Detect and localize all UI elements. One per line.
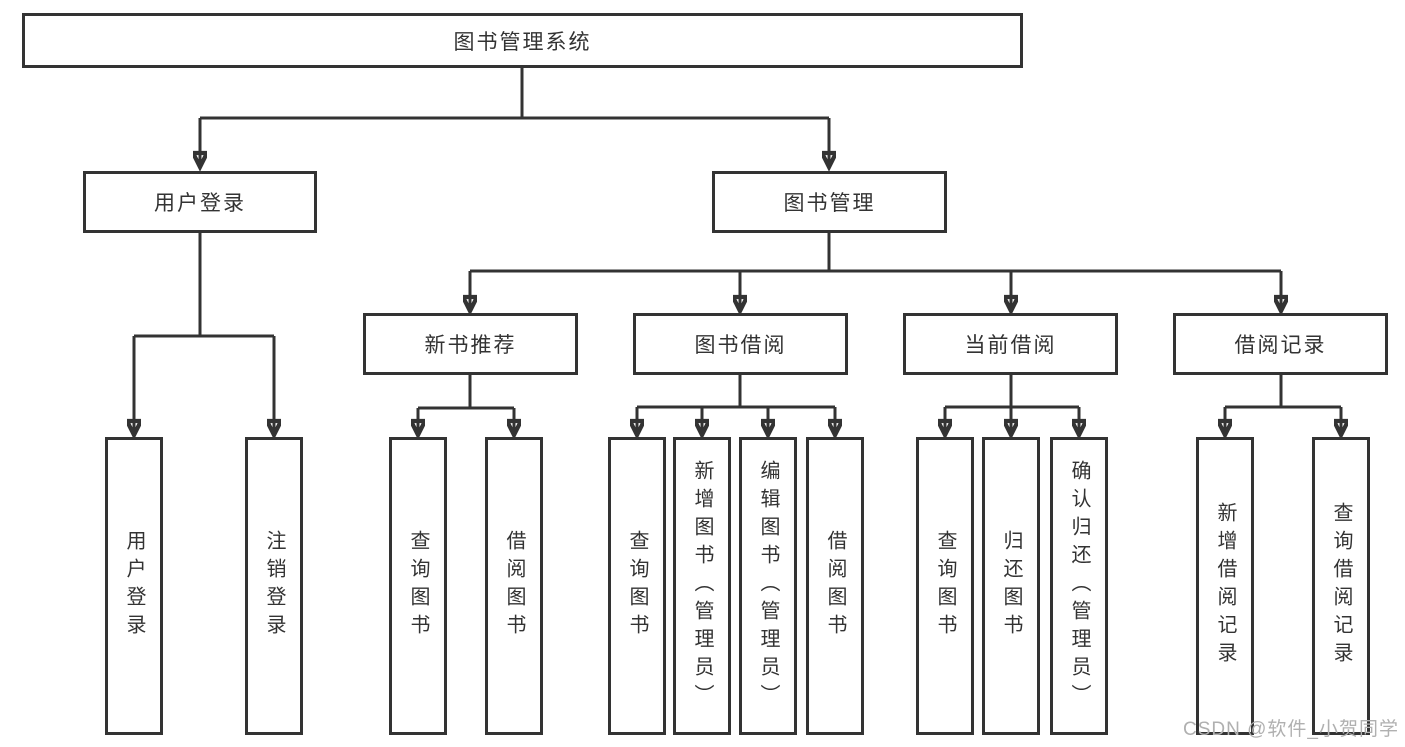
- leaf-confirm-return-admin: 确认归还（管理员）: [1050, 437, 1108, 735]
- leaf-query-books-recommend: 查询图书: [389, 437, 447, 735]
- leaf-query-books-borrowing: 查询图书: [608, 437, 666, 735]
- leaf-logout: 注销登录: [245, 437, 303, 735]
- node-book-management: 图书管理: [712, 171, 947, 233]
- leaf-edit-book-admin: 编辑图书（管理员）: [739, 437, 797, 735]
- leaf-return-book: 归还图书: [982, 437, 1040, 735]
- node-book-borrowing: 图书借阅: [633, 313, 848, 375]
- leaf-add-borrow-record: 新增借阅记录: [1196, 437, 1254, 735]
- leaf-add-book-admin: 新增图书（管理员）: [673, 437, 731, 735]
- node-current-borrowing: 当前借阅: [903, 313, 1118, 375]
- leaf-borrow-books-borrowing: 借阅图书: [806, 437, 864, 735]
- leaf-borrow-books-recommend: 借阅图书: [485, 437, 543, 735]
- node-new-book-recommendation: 新书推荐: [363, 313, 578, 375]
- csdn-watermark: CSDN @软件_小贺同学: [1183, 719, 1399, 740]
- leaf-query-books-current: 查询图书: [916, 437, 974, 735]
- node-library-management-system: 图书管理系统: [22, 13, 1023, 68]
- node-user-login: 用户登录: [83, 171, 317, 233]
- leaf-query-borrow-record: 查询借阅记录: [1312, 437, 1370, 735]
- leaf-user-login: 用户登录: [105, 437, 163, 735]
- node-borrowing-records: 借阅记录: [1173, 313, 1388, 375]
